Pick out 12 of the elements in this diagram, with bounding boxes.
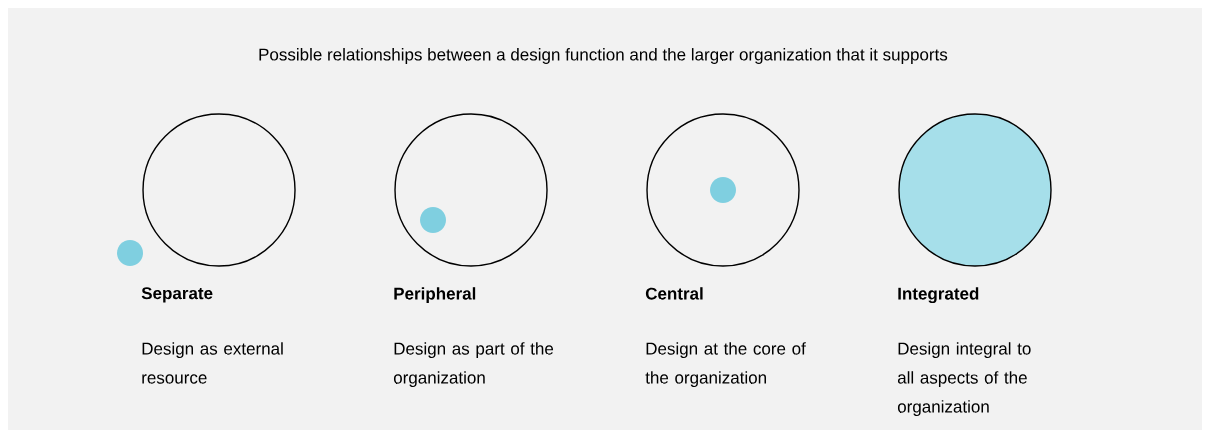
stage-description: Design as external resource bbox=[142, 342, 283, 384]
stage-description: Design at the core of the organization bbox=[645, 342, 806, 388]
dot bbox=[710, 177, 736, 203]
dot bbox=[117, 240, 143, 266]
stage-heading: Peripheral bbox=[394, 287, 476, 304]
title: Possible relationships between a design function and the larger organization that it supports bbox=[259, 48, 948, 64]
stage-description: Design integral to all aspects of the organization bbox=[897, 342, 1031, 417]
dot bbox=[420, 207, 446, 233]
stage-heading: Separate bbox=[141, 287, 213, 303]
stage-heading: Central bbox=[645, 287, 703, 300]
stage-description: Design as part of the organization bbox=[393, 342, 554, 388]
stage-heading: Integrated bbox=[898, 287, 979, 304]
